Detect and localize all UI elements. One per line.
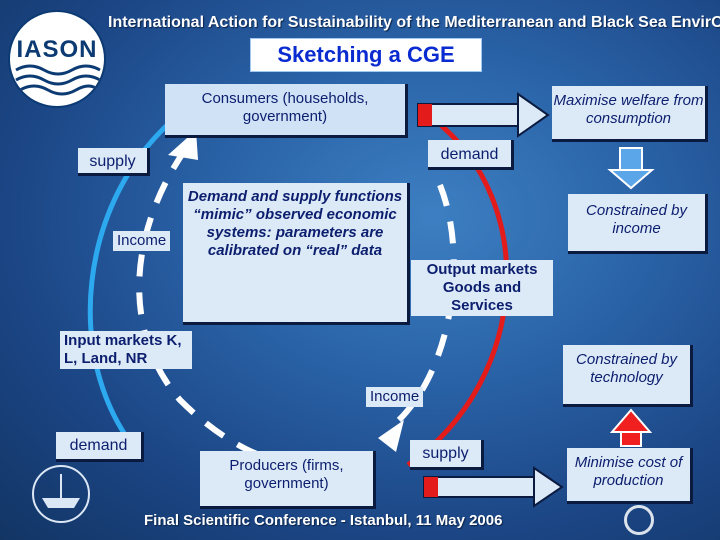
demand-top-label: demand — [428, 140, 514, 170]
header-banner: International Action for Sustainability … — [108, 14, 720, 31]
logo-waves — [15, 64, 101, 96]
demand-bottom-label: demand — [56, 432, 144, 462]
arrow-down-income — [607, 147, 655, 190]
conference-footer: Final Scientific Conference - Istanbul, … — [144, 512, 503, 529]
iason-logo: IASON — [10, 12, 104, 106]
dashed-flow-left — [136, 148, 264, 459]
slide-title: Sketching a CGE — [250, 38, 482, 72]
arrowhead-bottom — [378, 420, 404, 452]
supply-top-label: supply — [78, 148, 150, 176]
consumers-box: Consumers (households, government) — [165, 84, 408, 138]
output-markets-label: Output markets Goods and Services — [411, 260, 553, 316]
constrained-technology-box: Constrained by technology — [563, 345, 693, 407]
maximise-welfare-box: Maximise welfare from consumption — [552, 86, 708, 142]
supply-bottom-label: supply — [410, 440, 484, 470]
constrained-income-box: Constrained by income — [568, 194, 708, 254]
minimise-cost-box: Minimise cost of production — [567, 448, 693, 504]
income-left-label: Income — [113, 231, 171, 251]
arrow-up-technology — [609, 408, 653, 447]
logo-text: IASON — [16, 36, 98, 63]
conference-logo — [30, 458, 92, 528]
input-markets-label: Input markets K, L, Land, NR — [60, 331, 192, 369]
calibration-box: Demand and supply functions “mimic” obse… — [183, 183, 410, 325]
income-bottom-label: Income — [366, 387, 424, 407]
footer-emblem-icon — [624, 505, 654, 535]
arrow-to-minimise — [423, 466, 564, 508]
producers-box: Producers (firms, government) — [200, 451, 376, 509]
arrow-to-welfare — [417, 92, 550, 138]
